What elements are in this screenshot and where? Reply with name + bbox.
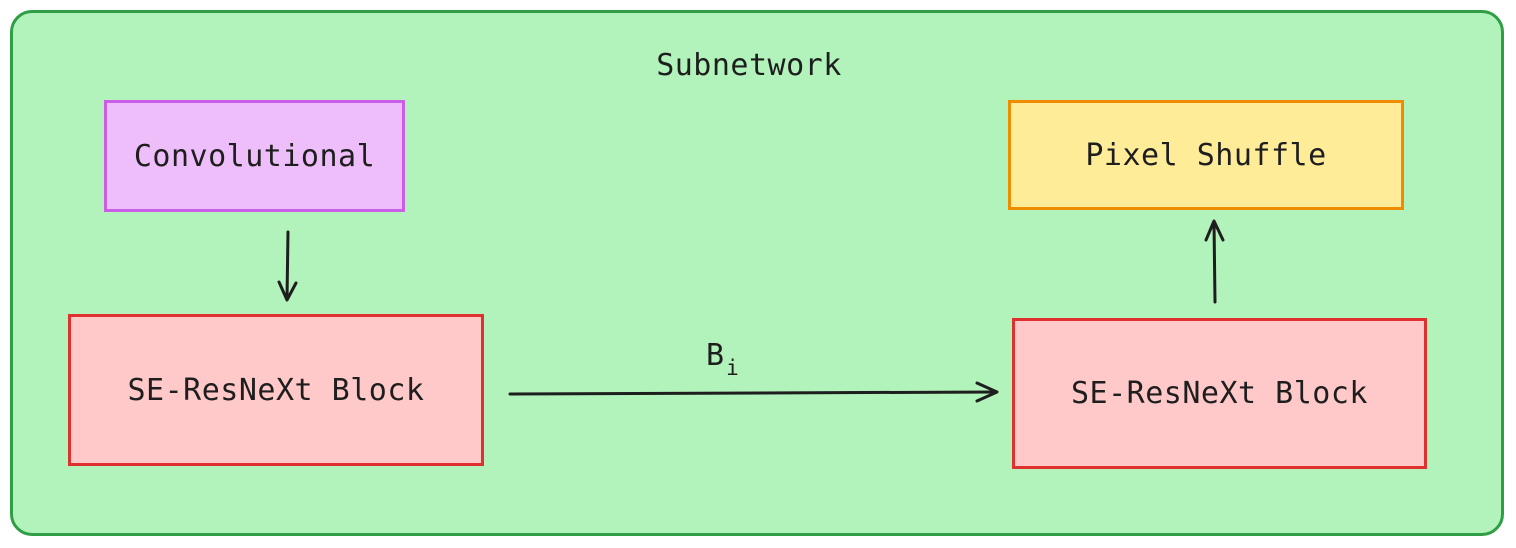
edge-label-main: B bbox=[706, 338, 725, 373]
se-resnext-block-right-node[interactable]: SE-ResNeXt Block bbox=[1012, 318, 1427, 469]
convolutional-node[interactable]: Convolutional bbox=[104, 100, 405, 212]
edge-label-b-i: Bi bbox=[706, 338, 739, 380]
edge-label-subscript: i bbox=[726, 356, 739, 380]
se-resnext-block-right-label: SE-ResNeXt Block bbox=[1071, 376, 1368, 411]
convolutional-label: Convolutional bbox=[133, 138, 376, 174]
se-resnext-block-left-label: SE-ResNeXt Block bbox=[127, 372, 425, 408]
pixel-shuffle-node[interactable]: Pixel Shuffle bbox=[1008, 100, 1404, 210]
se-resnext-block-left-node[interactable]: SE-ResNeXt Block bbox=[68, 314, 484, 466]
pixel-shuffle-label: Pixel Shuffle bbox=[1085, 137, 1327, 173]
subnetwork-title: Subnetwork bbox=[656, 48, 842, 83]
